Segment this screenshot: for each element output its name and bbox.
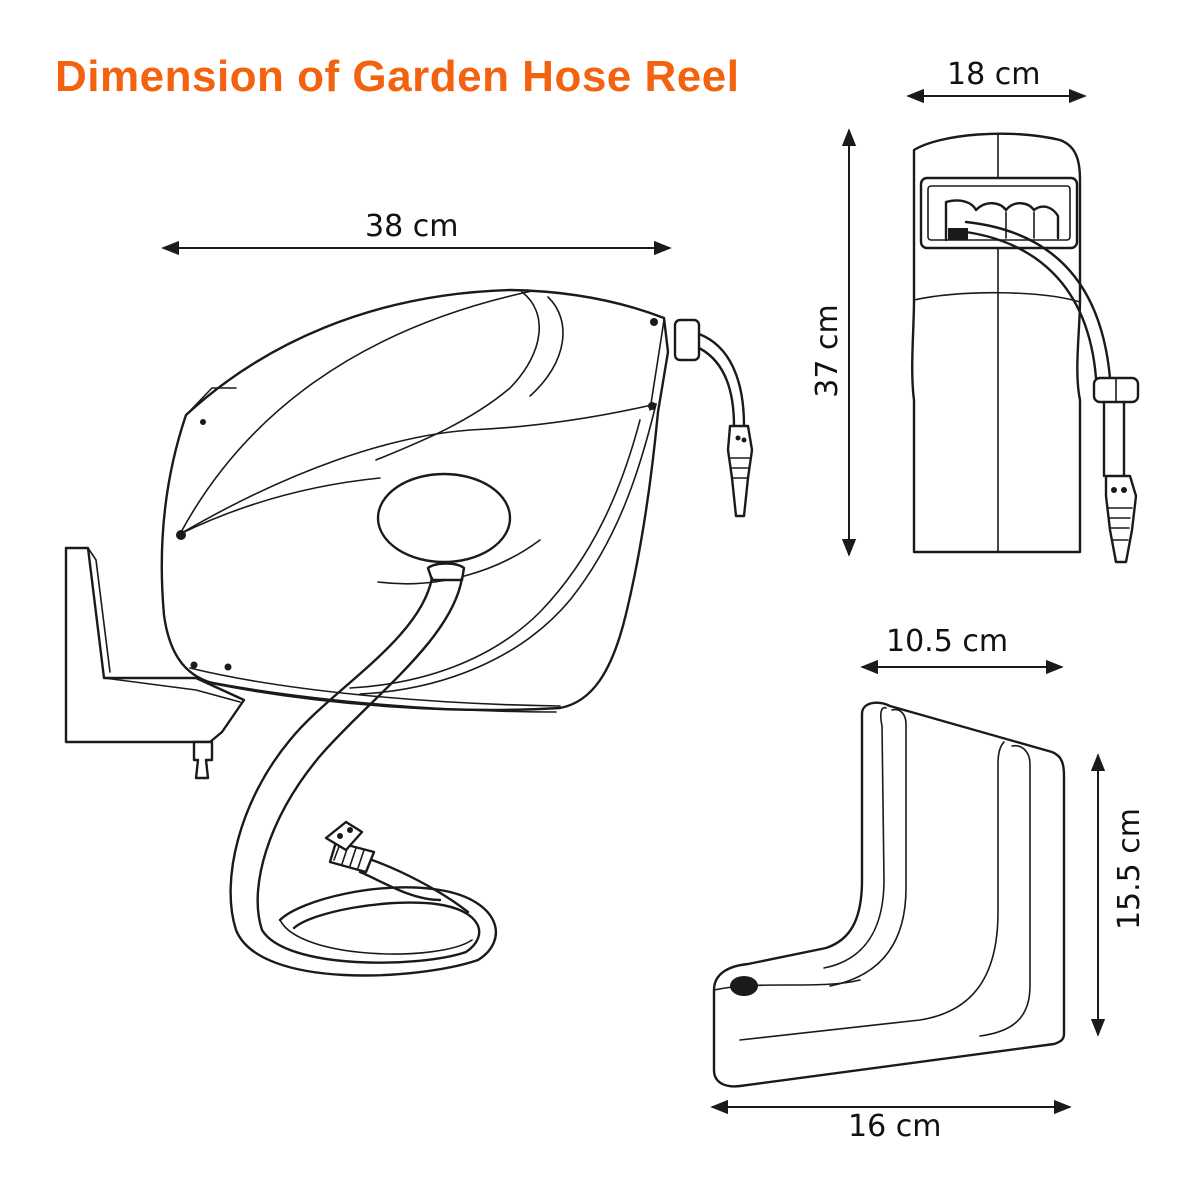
- label-bracket-width: 16 cm: [848, 1109, 942, 1144]
- reel-long-hose: [229, 562, 497, 977]
- label-front-height: 37 cm: [810, 304, 845, 398]
- label-reel-width: 38 cm: [365, 209, 459, 244]
- side-wall-bracket: [64, 546, 246, 780]
- front-view: [911, 132, 1140, 564]
- label-bracket-depth: 10.5 cm: [886, 624, 1009, 659]
- page-title: Dimension of Garden Hose Reel: [55, 52, 740, 101]
- bracket-detail: [712, 701, 1066, 1088]
- reel-body: [160, 288, 670, 713]
- label-front-width: 18 cm: [947, 57, 1041, 92]
- reel-hose-guide: [673, 318, 754, 518]
- label-bracket-height: 15.5 cm: [1112, 807, 1147, 931]
